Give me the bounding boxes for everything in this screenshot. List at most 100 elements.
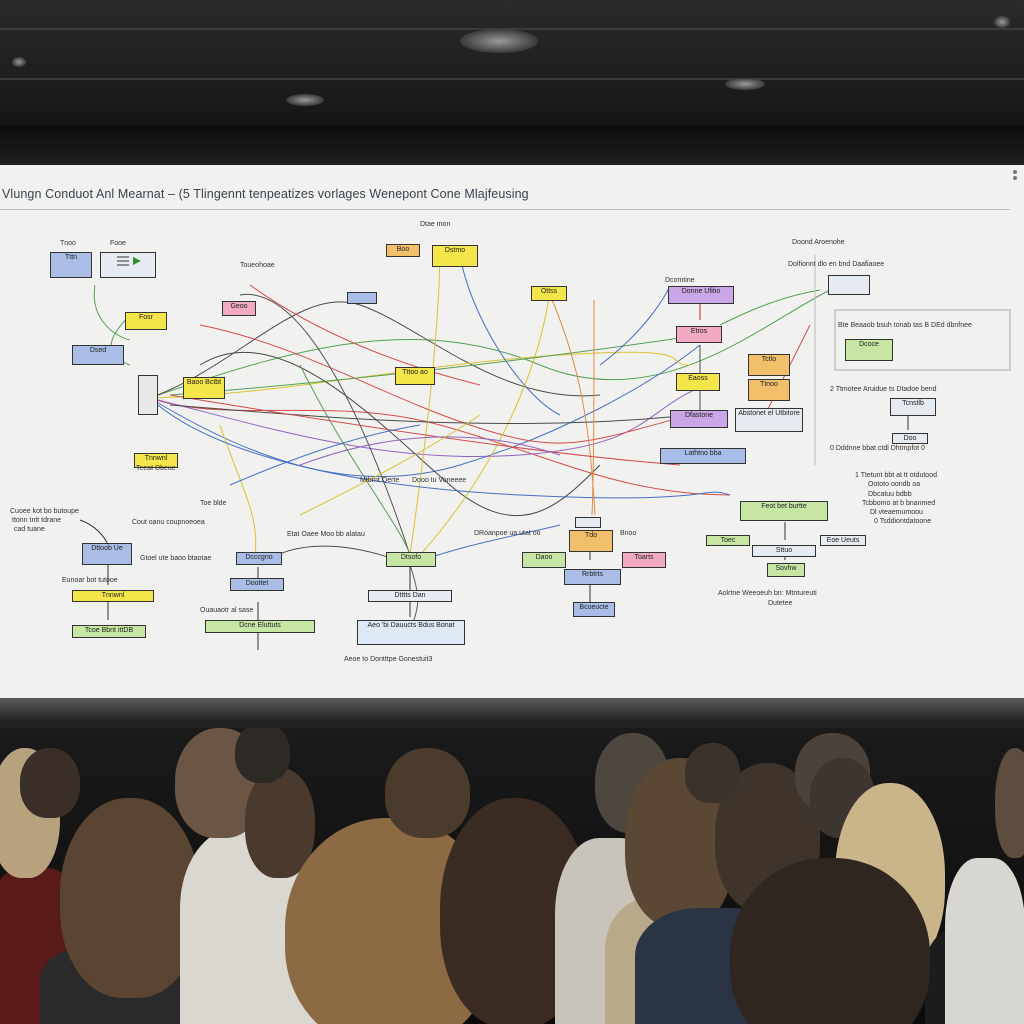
diagram-node: Fosr xyxy=(125,312,167,330)
diagram-label: Aeoe to Dontttpe Gonestuit3 xyxy=(344,656,433,663)
diagram-node: Tnnwnl xyxy=(134,453,178,468)
diagram-label: Toueohoae xyxy=(240,262,275,269)
connection-line xyxy=(591,299,595,516)
diagram-label: 0 Tsddiontdatoone xyxy=(874,518,932,525)
ceiling-light xyxy=(12,57,26,67)
diagram-label: ttonn tntt tdrane xyxy=(12,517,62,524)
diagram-node: Lathtno bba xyxy=(660,448,746,464)
connection-line xyxy=(229,424,421,486)
diagram-label: Dcomtine xyxy=(665,277,695,284)
projection-screen: Vlungn Conduot Anl Mearnat – (5 Tlingenn… xyxy=(0,165,1024,698)
connection-line xyxy=(149,379,721,458)
connection-line xyxy=(149,344,701,478)
diagram-node: Donne Ufitio xyxy=(668,286,734,304)
diagram-node: Toec xyxy=(706,535,750,546)
diagram-label: Dooo tu Voneeee xyxy=(412,477,467,484)
diagram-node xyxy=(100,252,156,278)
connection-line xyxy=(299,414,481,516)
audience-member xyxy=(245,768,315,878)
diagram-label: Bte Beaaob bsuh tonab tas B DEd dbnfnee xyxy=(838,322,972,329)
diagram-node xyxy=(347,292,377,304)
diagram-label: Dtae mon xyxy=(420,221,451,228)
ceiling-light xyxy=(460,29,538,53)
slide-edge-marker xyxy=(1013,170,1017,186)
connection-line xyxy=(419,289,551,556)
connection-line xyxy=(149,301,601,399)
diagram-label: Dolfionnt dlo en bnd Daafiaoee xyxy=(788,261,885,268)
diagram-label: Dutetee xyxy=(768,600,793,607)
connection-line xyxy=(719,289,821,326)
connection-line xyxy=(199,351,601,516)
diagram-node: Doottet xyxy=(230,578,284,591)
diagram-node: Dcoce xyxy=(845,339,893,361)
ceiling-beam xyxy=(0,78,1024,80)
connection-line xyxy=(299,364,411,556)
ceiling-light xyxy=(725,78,765,90)
connection-line xyxy=(299,436,561,466)
connection-line xyxy=(219,424,257,556)
audience-member xyxy=(945,858,1024,1024)
diagram-node: Dsed xyxy=(72,345,124,365)
diagram-label: Tnoo xyxy=(60,240,76,247)
diagram-node: Tctlo xyxy=(748,354,790,376)
stage-front xyxy=(0,698,1024,728)
diagram-node xyxy=(828,275,870,295)
diagram-node: Dttoob Ue xyxy=(82,543,132,565)
diagram-node: Sttuo xyxy=(752,545,816,557)
diagram-node: Tttn xyxy=(50,252,92,278)
connection-line xyxy=(149,351,691,399)
play-icon xyxy=(117,256,141,266)
diagram-node: Dcccgno xyxy=(236,552,282,565)
side-panel-frame xyxy=(834,309,1011,371)
connection-line xyxy=(93,284,131,341)
ceiling-light xyxy=(286,94,324,106)
connection-line xyxy=(599,289,669,366)
diagram-label: DRoanpoe ua utat oo xyxy=(474,530,541,537)
flow-arrow xyxy=(79,519,109,546)
diagram-label: Bnoo xyxy=(620,530,637,537)
connection-lines xyxy=(79,244,1011,650)
connection-line xyxy=(549,294,596,516)
diagram-node: Dfastone xyxy=(670,410,728,428)
diagram-label: Ouauaotr al sase xyxy=(200,607,254,614)
connection-line xyxy=(199,324,691,444)
diagram-node: Aeo 'bi Dauucts Bdus Bonat xyxy=(357,620,465,645)
title-divider xyxy=(0,209,1010,210)
diagram-label: Toe blde xyxy=(200,500,227,507)
diagram-node: Eaoss xyxy=(676,373,720,391)
diagram-node: Geoo xyxy=(222,301,256,316)
diagram-node xyxy=(138,375,158,415)
diagram-node: Eoe Ueuts xyxy=(820,535,866,546)
diagram-label: Gtoel ute baoo btaotae xyxy=(140,555,212,562)
diagram-node: Dcne Eluttuts xyxy=(205,620,315,633)
audience-member xyxy=(730,858,930,1024)
diagram-node: Doo xyxy=(892,433,928,444)
diagram-node xyxy=(575,517,601,528)
slide-title: Vlungn Conduot Anl Mearnat – (5 Tlingenn… xyxy=(2,187,529,201)
diagram-label: 0 Dddnne bbat ctdl Dhtmpfot 0 xyxy=(830,445,925,452)
diagram-node: Feot bet burtte xyxy=(740,501,828,521)
connection-line xyxy=(149,397,731,499)
diagram-node: Boo xyxy=(386,244,420,257)
diagram-label: Mtbrnt Oerte xyxy=(360,477,400,484)
diagram-label: Cout oanu coupnoeoea xyxy=(132,519,205,526)
diagram-label: 2 Ttmotee Aruidue ts Dtadoe bend xyxy=(830,386,937,393)
diagram-label: Doond Aroenohe xyxy=(792,239,845,246)
diagram-node: Tcnstlb xyxy=(890,398,936,416)
diagram-node: Toarts xyxy=(622,552,666,568)
diagram-node: Ttnoo xyxy=(748,379,790,401)
diagram-node: Tnnwnl xyxy=(72,590,154,602)
diagram-node: Rrbtrts xyxy=(564,569,621,585)
diagram-node: Dstmo xyxy=(432,245,478,267)
diagram-label: cad tuane xyxy=(14,526,45,533)
audience-member xyxy=(235,728,290,783)
diagram-label: Cuoee kot bo butoupe xyxy=(10,508,79,515)
audience-member xyxy=(995,748,1024,858)
diagram-node: Ottss xyxy=(531,286,567,301)
connection-line xyxy=(459,254,561,416)
diagram-node: Dtsofo xyxy=(386,552,436,567)
diagram-node: Abstonet el Utbitore xyxy=(735,408,803,432)
diagram-label: Fooe xyxy=(110,240,126,247)
diagram-node: Baoo Bctbt xyxy=(183,377,225,399)
connection-line xyxy=(249,284,481,386)
